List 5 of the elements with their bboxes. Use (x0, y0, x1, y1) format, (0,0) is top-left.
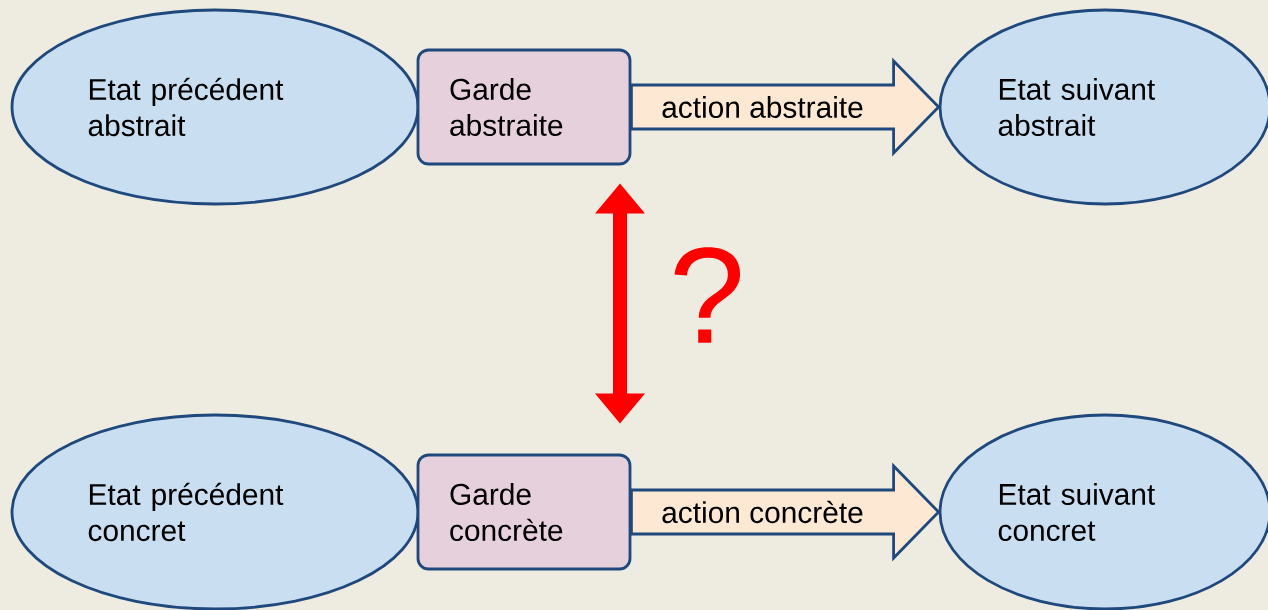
guard-box: Garde concrète (416, 453, 632, 571)
question-mark: ? (674, 247, 740, 343)
guard-box: Garde abstraite (416, 48, 632, 166)
edge-label: action abstraite (659, 94, 866, 120)
edge-label: action concrète (659, 499, 866, 525)
